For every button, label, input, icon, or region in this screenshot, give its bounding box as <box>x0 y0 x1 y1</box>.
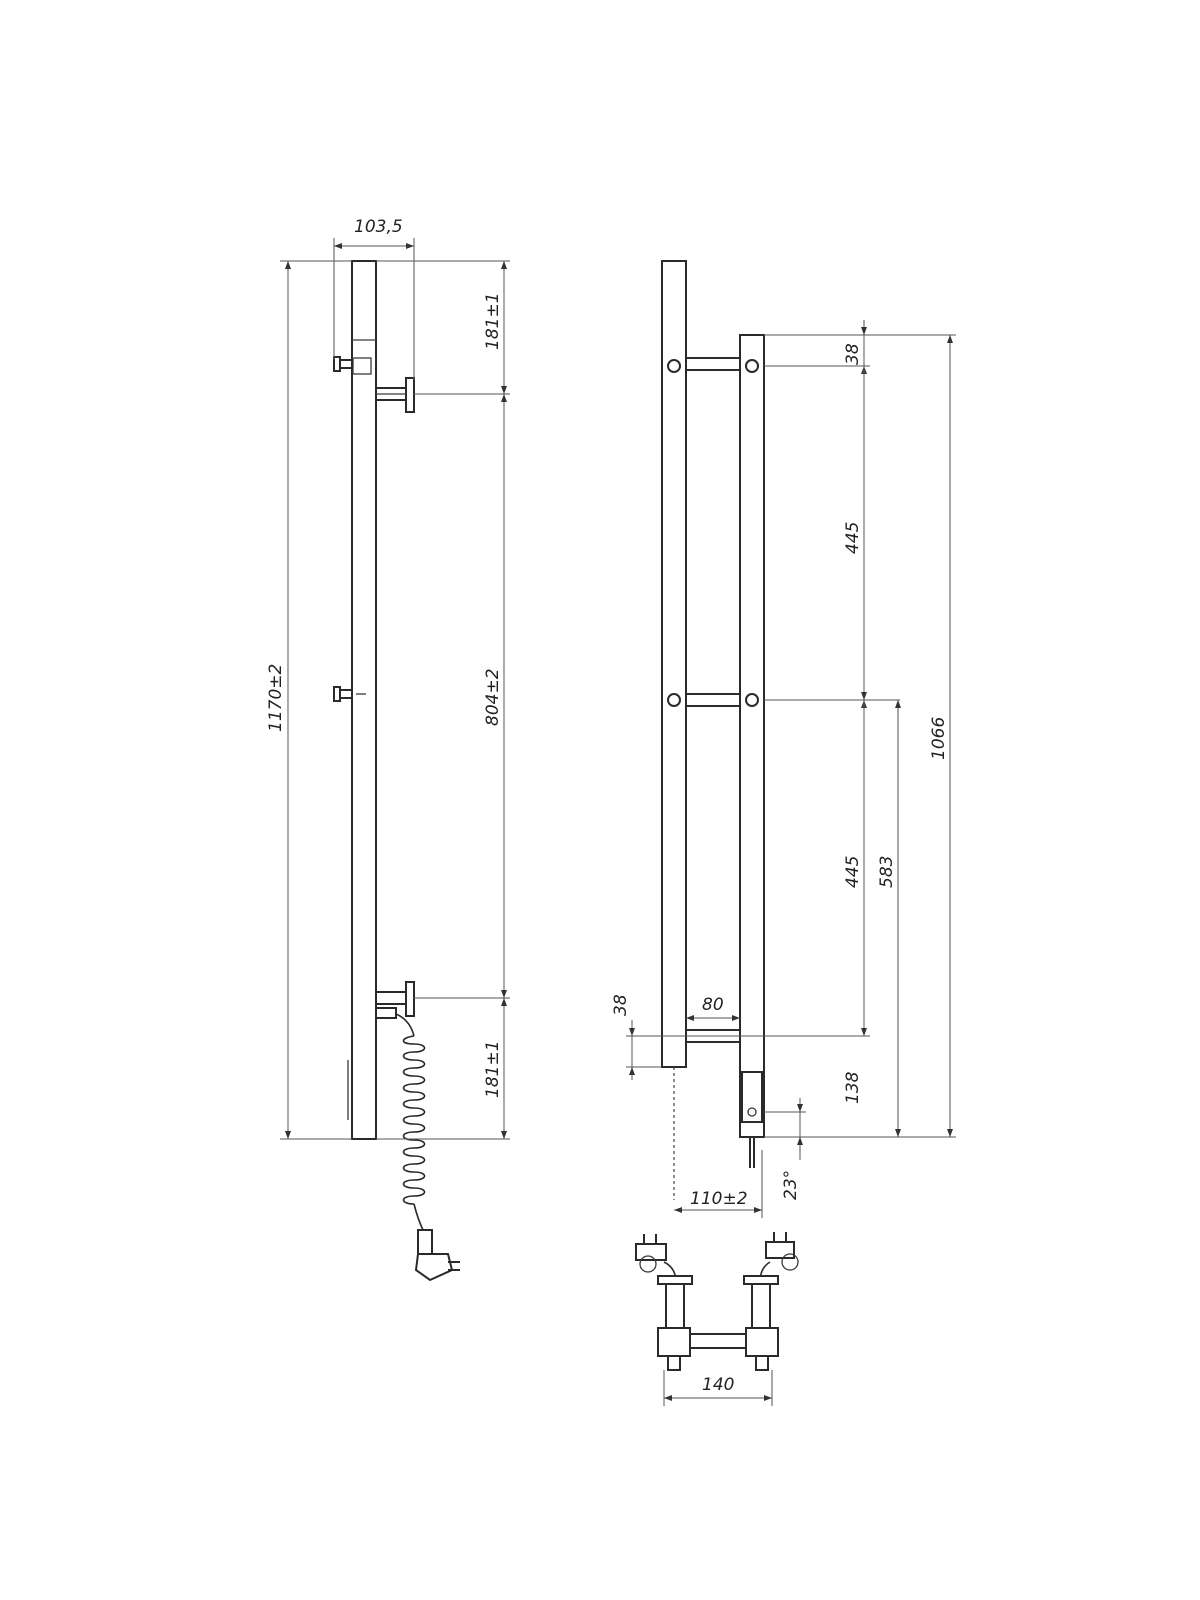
thermostat-box <box>741 1071 763 1123</box>
front-view: 38 445 445 583 1066 <box>611 260 956 1218</box>
dim-middle-to-bottom <box>895 700 901 1137</box>
dim-rung-length <box>686 1015 740 1021</box>
dim-bottom-offset <box>626 1020 686 1080</box>
dim-rung-spacing-lower-label: 445 <box>843 856 863 888</box>
left-post <box>665 1281 685 1331</box>
power-plug-icon <box>414 1229 460 1282</box>
dim-overall-label: 1066 <box>929 717 949 760</box>
dim-middle-to-bottom-label: 583 <box>877 856 897 888</box>
dim-depth-label: 110±2 <box>690 1189 748 1209</box>
bracket-top-view: 140 <box>635 1232 799 1406</box>
dim-angle-label: 23° <box>781 1170 801 1200</box>
hole-icon <box>745 359 759 373</box>
right-cap <box>743 1275 779 1285</box>
right-plug-icon <box>759 1232 799 1283</box>
dim-width-top-label: 103,5 <box>354 217 403 237</box>
thermostat-knob-icon <box>747 1107 757 1117</box>
right-post <box>751 1281 771 1331</box>
dim-overall <box>764 335 956 1138</box>
front-view-back-tube <box>661 260 687 1068</box>
right-foot <box>755 1355 769 1371</box>
upper-mount-pin <box>333 356 353 372</box>
dim-bracket-width <box>663 1370 773 1406</box>
dim-bracket-span-label: 804±2 <box>483 668 503 726</box>
dim-rung-spacing-upper <box>764 366 900 708</box>
coiled-power-cord <box>395 1013 426 1233</box>
middle-mount-pin <box>333 686 366 702</box>
dim-top-bracket-label: 181±1 <box>483 292 503 350</box>
left-plug-icon <box>635 1234 677 1283</box>
side-view: 103,5 1170±2 181±1 804±2 181±1 <box>266 217 510 1282</box>
dim-side-right-chain <box>376 260 510 1140</box>
rung-middle <box>685 693 741 707</box>
hole-icon <box>745 693 759 707</box>
dim-width-top <box>333 238 415 380</box>
dim-top-offset <box>764 320 956 380</box>
dim-total-height-label: 1170±2 <box>266 664 286 732</box>
dim-rung-spacing-upper-label: 445 <box>843 522 863 554</box>
dim-bracket-width-label: 140 <box>702 1375 734 1395</box>
left-base-block <box>657 1327 691 1357</box>
left-foot <box>667 1355 681 1371</box>
dim-total-height <box>280 260 352 1140</box>
hole-icon <box>667 693 681 707</box>
dim-top-offset-label: 38 <box>843 343 863 365</box>
front-view-front-tube <box>739 334 765 1138</box>
dim-bottom-offset-label: 38 <box>611 994 631 1016</box>
dim-bottom-box-label: 138 <box>843 1071 863 1104</box>
top-wall-bracket <box>375 377 415 413</box>
right-base-block <box>745 1327 779 1357</box>
rung-top <box>685 357 741 371</box>
dim-bottom-bracket-label: 181±1 <box>483 1040 503 1098</box>
dim-angle <box>764 1098 806 1160</box>
left-cap <box>657 1275 693 1285</box>
crossbar <box>689 1333 747 1349</box>
dim-rung-length-label: 80 <box>702 995 724 1015</box>
bottom-wall-bracket <box>375 981 415 1019</box>
dim-depth <box>674 1150 763 1218</box>
side-view-tube <box>351 260 377 1140</box>
dim-rung-spacing-lower <box>686 700 870 1037</box>
hole-icon <box>667 359 681 373</box>
